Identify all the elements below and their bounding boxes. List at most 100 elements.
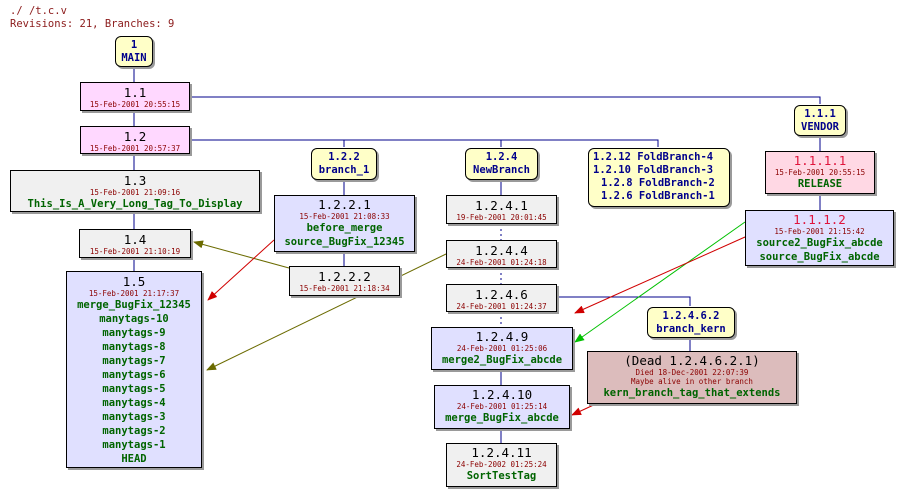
revision-tag: manytags-2	[102, 425, 166, 437]
revision-tag: manytags-6	[102, 369, 166, 381]
revision-died-date: Died 18-Dec-2001 22:07:39	[635, 368, 749, 377]
revision-number: 1.2.2.1	[318, 197, 371, 212]
revision-date: 15-Feb-2001 21:15:42	[774, 227, 865, 236]
branch-fold-group[interactable]: 1.2.12 FoldBranch-4 1.2.10 FoldBranch-3 …	[588, 148, 730, 207]
merge-arrow-olive-2	[206, 253, 447, 371]
revision-number: 1.5	[122, 274, 146, 289]
revision-tag: manytags-9	[102, 327, 166, 339]
revision-tag: manytags-3	[102, 411, 166, 423]
newbranch-number: 1.2.4	[485, 151, 518, 163]
revision-tag: manytags-1	[102, 439, 166, 451]
revision-date: 15-Feb-2001 20:55:15	[774, 168, 866, 177]
revision-date: 15-Feb-2001 21:17:37	[88, 289, 180, 298]
branch-kern-name: branch_kern	[656, 323, 726, 335]
revision-number: 1.3	[123, 173, 147, 188]
merge-arrow-olive-1	[193, 240, 290, 269]
fold-branch-3: 1.2.10 FoldBranch-3	[593, 164, 714, 176]
branch-vendor-number: 1.1.1	[804, 108, 836, 120]
revision-date: 24-Feb-2001 01:24:37	[456, 302, 547, 311]
revision-date: 24-Feb-2001 01:24:18	[456, 258, 547, 267]
revision-number: 1.2.4.1	[475, 198, 528, 213]
revision-tag: source_BugFix_12345	[284, 236, 405, 248]
revision-number: 1.4	[123, 232, 147, 247]
revision-date: 15-Feb-2001 21:10:19	[89, 247, 181, 256]
revision-date: 24-Feb-2002 01:25:24	[456, 460, 547, 469]
revision-number: 1.1.1.1	[793, 153, 847, 168]
revision-1-1-1-1[interactable]: 1.1.1.1 15-Feb-2001 20:55:15 RELEASE	[765, 151, 875, 194]
branch-vendor[interactable]: 1.1.1 VENDOR	[794, 105, 846, 136]
branch-kern-number: 1.2.4.6.2	[662, 310, 720, 322]
fold-branch-2: 1.2.8 FoldBranch-2	[601, 177, 715, 189]
revision-1-4[interactable]: 1.4 15-Feb-2001 21:10:19	[79, 229, 191, 258]
revision-date: 15-Feb-2001 20:55:15	[89, 100, 181, 109]
revision-1-2-2-1[interactable]: 1.2.2.1 15-Feb-2001 21:08:33 before_merg…	[274, 195, 415, 252]
revision-tag: source2_BugFix_abcde	[756, 237, 883, 249]
revision-tag: manytags-5	[102, 383, 166, 395]
revision-tag: manytags-4	[102, 397, 166, 409]
branch-branch-1[interactable]: 1.2.2 branch_1	[311, 148, 377, 180]
revision-number: 1.2.4.4	[475, 243, 528, 258]
revision-date: 15-Feb-2001 21:08:33	[299, 212, 390, 221]
revision-1-3[interactable]: 1.3 15-Feb-2001 21:09:16 This_Is_A_Very_…	[10, 170, 260, 212]
revision-1-2-2-2[interactable]: 1.2.2.2 15-Feb-2001 21:18:34	[289, 266, 400, 296]
revision-tag: source_BugFix_abcde	[759, 251, 880, 263]
fold-branch-4: 1.2.12 FoldBranch-4	[593, 151, 714, 163]
revision-date: 15-Feb-2001 21:18:34	[299, 284, 390, 293]
revision-tag: manytags-7	[102, 355, 166, 367]
file-path: ./ /t.c.v	[10, 5, 67, 17]
revision-1-2-4-1[interactable]: 1.2.4.1 19-Feb-2001 20:01:45	[446, 195, 557, 224]
revision-tag: kern_branch_tag_that_extends	[603, 387, 781, 399]
revision-number: 1.2.4.9	[475, 329, 529, 344]
branch-1-name: branch_1	[318, 164, 370, 176]
branch-vendor-name: VENDOR	[801, 121, 839, 133]
revision-date: 24-Feb-2001 01:25:14	[456, 402, 548, 411]
revision-tag: manytags-8	[102, 341, 166, 353]
edge-1-2-to-branches	[190, 139, 659, 147]
branch-main-name: MAIN	[121, 52, 147, 64]
fold-branch-1: 1.2.6 FoldBranch-1	[601, 190, 715, 202]
revision-number: 1.2.2.2	[318, 269, 371, 284]
revision-note: Maybe alive in other branch	[631, 377, 753, 386]
revision-1-1-1-2[interactable]: 1.1.1.2 15-Feb-2001 21:15:42 source2_Bug…	[745, 210, 894, 266]
merge-arrow-green	[574, 221, 746, 343]
revision-tag: manytags-10	[99, 313, 169, 325]
revision-1-2-4-9[interactable]: 1.2.4.9 24-Feb-2001 01:25:06 merge2_BugF…	[431, 327, 573, 370]
revision-1-2-4-11[interactable]: 1.2.4.11 24-Feb-2002 01:25:24 SortTestTa…	[446, 443, 557, 487]
edge-1-1-to-vendor	[190, 96, 821, 104]
branch-main-number: 1	[130, 39, 138, 51]
revision-tag: before_merge	[306, 222, 383, 234]
revision-dead-1-2-4-6-2-1[interactable]: (Dead 1.2.4.6.2.1) Died 18-Dec-2001 22:0…	[587, 351, 797, 404]
revision-1-5[interactable]: 1.5 15-Feb-2001 21:17:37 merge_BugFix_12…	[66, 271, 202, 468]
revision-tag: merge2_BugFix_abcde	[441, 354, 563, 366]
revision-number: 1.2.4.11	[471, 445, 532, 460]
merge-arrow-red-3	[571, 401, 601, 416]
revision-tag: HEAD	[121, 453, 147, 465]
revision-date: 24-Feb-2001 01:25:06	[456, 344, 548, 353]
revision-number: 1.1	[123, 85, 147, 100]
file-stats: Revisions: 21, Branches: 9	[10, 18, 175, 30]
revision-tag: merge_BugFix_12345	[77, 299, 191, 311]
branch-newbranch[interactable]: 1.2.4 NewBranch	[465, 148, 538, 180]
revision-number: 1.2	[123, 129, 147, 144]
revision-1-2[interactable]: 1.2 15-Feb-2001 20:57:37	[80, 126, 190, 154]
revision-1-2-4-4[interactable]: 1.2.4.4 24-Feb-2001 01:24:18	[446, 240, 557, 268]
revision-1-1[interactable]: 1.1 15-Feb-2001 20:55:15	[80, 82, 190, 111]
branch-main[interactable]: 1 MAIN	[115, 36, 153, 67]
merge-arrow-red-1	[207, 239, 275, 301]
revision-number: 1.1.1.2	[793, 212, 846, 227]
revision-tag: This_Is_A_Very_Long_Tag_To_Display	[27, 198, 243, 210]
revision-number: 1.2.4.6	[475, 287, 528, 302]
revision-date: 15-Feb-2001 20:57:37	[89, 144, 181, 153]
edge-1-2-4-6-to-kern	[556, 296, 691, 306]
revision-1-2-4-6[interactable]: 1.2.4.6 24-Feb-2001 01:24:37	[446, 284, 557, 312]
revision-date: 19-Feb-2001 20:01:45	[456, 213, 547, 222]
newbranch-name: NewBranch	[473, 164, 530, 176]
revision-tag: merge_BugFix_abcde	[445, 412, 559, 424]
revision-number: (Dead 1.2.4.6.2.1)	[624, 353, 760, 368]
revision-number: 1.2.4.10	[471, 387, 533, 402]
revision-tag: SortTestTag	[466, 470, 537, 482]
branch-kern[interactable]: 1.2.4.6.2 branch_kern	[647, 307, 735, 338]
revision-1-2-4-10[interactable]: 1.2.4.10 24-Feb-2001 01:25:14 merge_BugF…	[434, 385, 570, 429]
branch-1-number: 1.2.2	[328, 151, 360, 163]
